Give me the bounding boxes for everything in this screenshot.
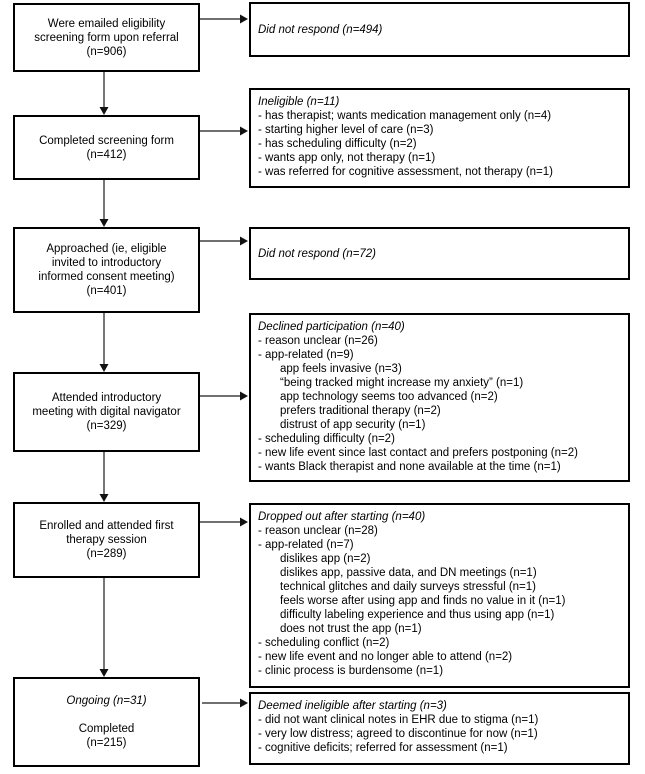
arrow-right-2 [200,126,248,136]
reason-item: app feels invasive (n=3) [280,363,402,375]
arrow-right-5 [200,517,248,527]
reason-item: - wants app only, not therapy (n=1) [258,152,436,164]
reason-item: - cognitive deficits; referred for asses… [258,742,508,754]
reason-item: difficulty labeling experience and thus … [280,609,555,621]
arrow-right-1 [200,14,248,24]
reason-item: - scheduling difficulty (n=2) [258,433,395,445]
box-completed-screening: Completed screening form (n=412) [13,115,200,180]
reason-item: - very low distress; agreed to discontin… [258,728,538,740]
reason-item: does not trust the app (n=1) [280,623,422,635]
reason-item: dislikes app, passive data, and DN meeti… [280,567,537,579]
reason-item: - app-related (n=9) [258,349,354,361]
reason-item: prefers traditional therapy (n=2) [280,405,441,417]
box-deemed-ineligible: Deemed ineligible after starting (n=3) -… [249,692,630,765]
box-did-not-respond-494: Did not respond (n=494) [249,2,630,57]
reason-item: - app-related (n=7) [258,539,354,551]
reason-item: - clinic process is burdensome (n=1) [258,665,444,677]
arrow-down-1 [99,72,109,115]
arrow-down-3 [99,313,109,372]
reason-item: - scheduling conflict (n=2) [258,637,390,649]
reason-item: “being tracked might increase my anxiety… [280,377,524,389]
reason-item: dislikes app (n=2) [280,553,371,565]
box-dropped-out: Dropped out after starting (n=40) - reas… [249,503,630,688]
reason-item: - has scheduling difficulty (n=2) [258,138,417,150]
ongoing-label: Ongoing (n=31) [66,695,147,707]
box-declined-participation: Declined participation (n=40) - reason u… [249,313,630,482]
arrow-down-2 [99,180,109,227]
arrow-right-4 [200,391,248,401]
did-not-respond-72-title: Did not respond (n=72) [258,247,376,260]
reason-item: - was referred for cognitive assessment,… [258,166,553,178]
arrow-right-6 [202,698,248,708]
box-attended-intro-meeting: Attended introductory meeting with digit… [13,372,200,452]
reason-item: - has therapist; wants medication manage… [258,110,552,122]
arrow-right-3 [200,236,248,246]
box-ongoing-completed: Ongoing (n=31) Completed (n=215) [13,677,200,767]
dropped-out-reason-list: - reason unclear (n=28) - app-related (n=… [258,524,622,678]
box-enrolled-first-session: Enrolled and attended first therapy sess… [13,502,200,578]
reason-item: app technology seems too advanced (n=2) [280,391,498,403]
did-not-respond-494-title: Did not respond (n=494) [258,23,383,36]
box-emailed-eligibility: Were emailed eligibility screening form … [13,3,200,72]
reason-item: - wants Black therapist and none availab… [258,461,561,473]
ineligible-title: Ineligible (n=11) [258,96,340,108]
deemed-ineligible-title: Deemed ineligible after starting (n=3) [258,700,447,712]
box-approached: Approached (ie, eligible invited to intr… [13,227,200,313]
reason-item: - reason unclear (n=26) [258,335,378,347]
reason-item: - reason unclear (n=28) [258,525,378,537]
reason-item: distrust of app security (n=1) [280,419,426,431]
completed-label: Completed (n=215) [78,723,135,749]
box-ineligible: Ineligible (n=11) - has therapist; wants… [249,88,630,188]
declined-participation-title: Declined participation (n=40) [258,321,405,333]
dropped-out-title: Dropped out after starting (n=40) [258,511,426,523]
reason-item: - starting higher level of care (n=3) [258,124,434,136]
reason-item: technical glitches and daily surveys str… [280,581,536,593]
arrow-down-4 [99,452,109,502]
arrow-down-5 [99,578,109,677]
ineligible-reason-list: - has therapist; wants medication manage… [258,109,622,179]
box-did-not-respond-72: Did not respond (n=72) [249,227,630,280]
reason-item: feels worse after using app and finds no… [280,595,566,607]
reason-item: - new life event and no longer able to a… [258,651,513,663]
reason-item: - new life event since last contact and … [258,447,578,459]
reason-item: - did not want clinical notes in EHR due… [258,714,539,726]
deemed-ineligible-reason-list: - did not want clinical notes in EHR due… [258,713,622,755]
declined-reason-list: - reason unclear (n=26) - app-related (n=… [258,334,622,474]
